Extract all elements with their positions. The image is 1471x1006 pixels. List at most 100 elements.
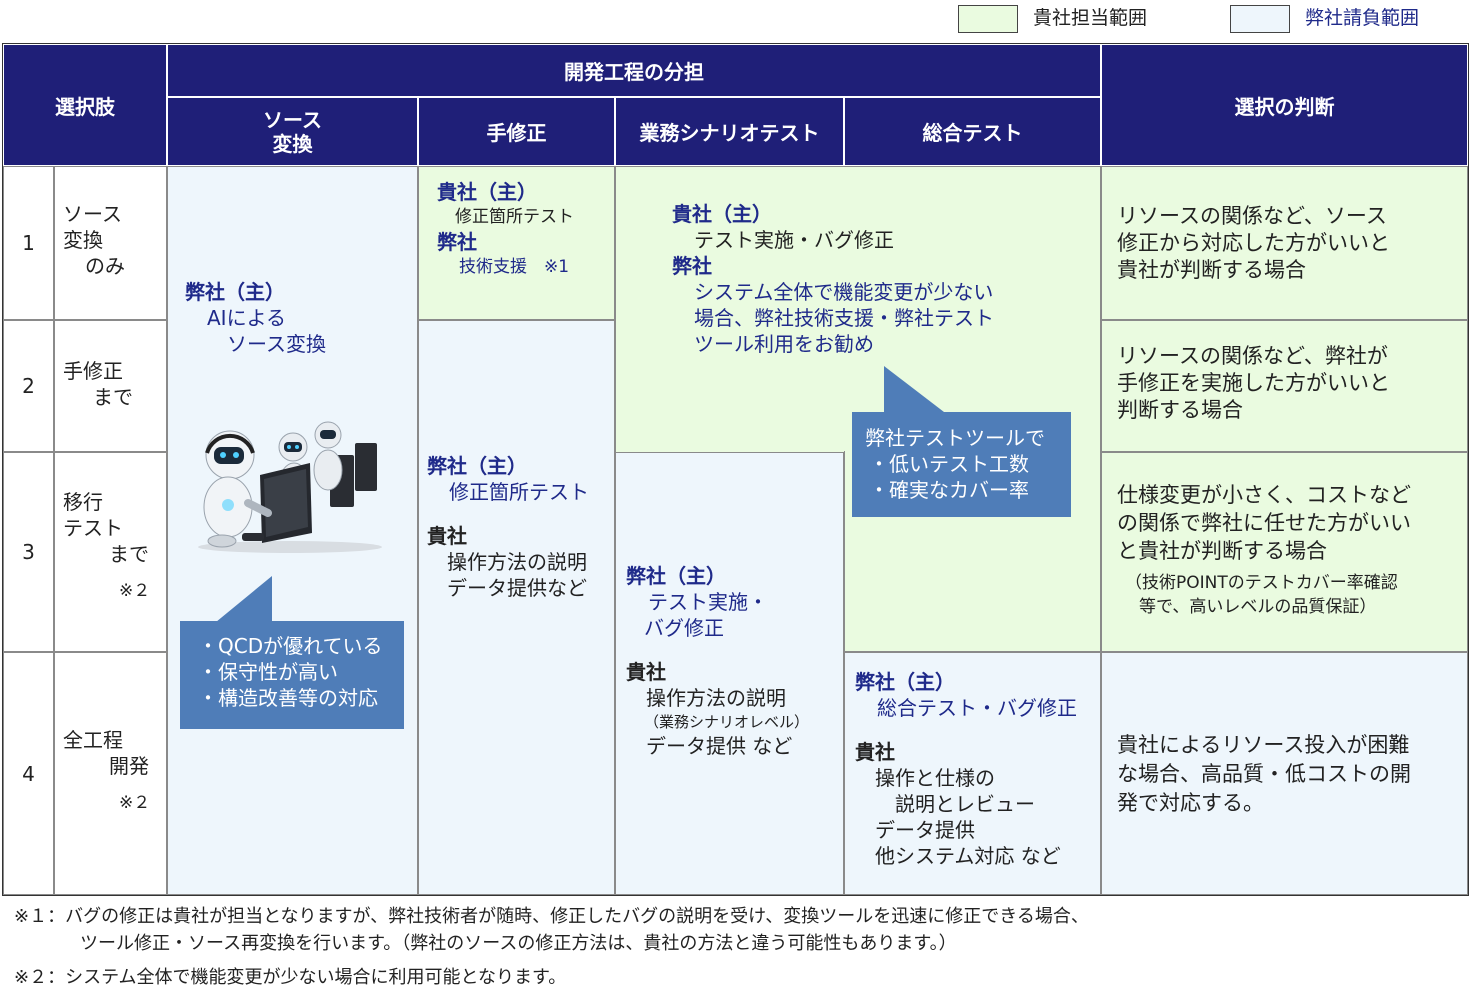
- row-label-4: 全工程 開発 ※２: [54, 652, 167, 895]
- manual-rest-kisha-line2: データ提供など: [447, 576, 587, 600]
- judgment-2-line2: 手修正を実施した方がいいと: [1117, 371, 1390, 395]
- integration-lower-kisha-line4: 他システム対応 など: [875, 844, 1061, 868]
- header-process: 開発工程の分担: [167, 44, 1101, 97]
- judgment-3-line2: の関係で弊社に任せた方がいい: [1117, 511, 1411, 535]
- judgment-3-line3: と貴社が判断する場合: [1117, 539, 1327, 563]
- row-label-4-line2: 開発: [109, 754, 149, 778]
- integration-lower-kisha-title: 貴社: [855, 740, 895, 764]
- judgment-3-sub2: 等で、高いレベルの品質保証）: [1139, 597, 1377, 617]
- scenario-lower-kisha-line1: 操作方法の説明: [646, 686, 786, 710]
- integration-lower-heisha-line: 総合テスト・バグ修正: [877, 696, 1077, 720]
- legend-kisha-swatch: [958, 5, 1018, 33]
- scenario-lower-kisha-line2: データ提供 など: [646, 734, 793, 758]
- footnote-1-line2: ツール修正・ソース再変換を行います。（弊社のソースの修正方法は、貴社の方法と違う…: [80, 933, 957, 954]
- scenario-upper-heisha-line2: 場合、弊社技術支援・弊社テスト: [694, 306, 994, 330]
- judgment-cell-1: リソースの関係など、ソース 修正から対応した方がいいと 貴社が判断する場合: [1101, 166, 1468, 320]
- source-callout: ・QCDが優れている ・保守性が高い ・構造改善等の対応: [180, 621, 404, 729]
- row-label-1-line1: ソース: [63, 202, 122, 226]
- scenario-lower-heisha-title: 弊社（主）: [626, 564, 726, 588]
- row-label-3-note: ※２: [119, 581, 151, 601]
- row-label-2-line2: まで: [93, 385, 133, 409]
- row-number-3: 3: [3, 452, 54, 652]
- row-number-4: 4: [3, 652, 54, 895]
- scenario-callout-line3: ・確実なカバー率: [869, 478, 1029, 502]
- row-label-2-line1: 手修正: [63, 359, 123, 383]
- integration-lower-kisha-line2: 説明とレビュー: [895, 792, 1035, 816]
- manual-row1-kisha-title: 貴社（主）: [437, 180, 537, 204]
- source-heisha-line1: AIによる: [207, 306, 286, 330]
- judgment-2-line1: リソースの関係など、弊社が: [1117, 344, 1388, 368]
- row-label-3-line3: まで: [109, 542, 149, 566]
- integration-lower-heisha-title: 弊社（主）: [855, 670, 955, 694]
- header-options: 選択肢: [3, 44, 167, 166]
- row-label-2: 手修正 まで: [54, 320, 167, 452]
- judgment-4-line1: 貴社によるリソース投入が困難: [1117, 733, 1410, 757]
- scenario-integration-upper-cell: [615, 166, 1101, 452]
- header-source-line2: 変換: [272, 131, 313, 156]
- scenario-lower-heisha-line1: テスト実施・: [648, 590, 768, 614]
- scenario-upper-kisha-line: テスト実施・バグ修正: [694, 228, 894, 252]
- scenario-lower-heisha-line2: バグ修正: [644, 616, 724, 640]
- judgment-cell-2: リソースの関係など、弊社が 手修正を実施した方がいいと 判断する場合: [1101, 320, 1468, 452]
- scenario-callout-line1: 弊社テストツールで: [865, 426, 1045, 450]
- manual-rest-heisha-line: 修正箇所テスト: [449, 480, 589, 504]
- header-manual-fix: 手修正: [418, 97, 615, 166]
- source-conversion-cell: [167, 166, 418, 895]
- source-heisha-block: 弊社（主） AIによる ソース変換: [185, 279, 326, 357]
- judgment-4-line2: な場合、高品質・低コストの開: [1117, 762, 1411, 786]
- manual-row1-kisha-line: 修正箇所テスト: [455, 207, 574, 227]
- scenario-lower-cell: 弊社（主） テスト実施・ バグ修正 貴社 操作方法の説明 （業務シナリオレベル）…: [615, 452, 844, 895]
- header-judgment: 選択の判断: [1101, 44, 1468, 166]
- source-heisha-title: 弊社（主）: [185, 280, 285, 304]
- judgment-1-line1: リソースの関係など、ソース: [1117, 204, 1387, 228]
- judgment-cell-4: 貴社によるリソース投入が困難 な場合、高品質・低コストの開 発で対応する。: [1101, 652, 1468, 895]
- row-number-1: 1: [3, 166, 54, 320]
- scenario-upper-heisha-line3: ツール利用をお勧め: [694, 332, 874, 356]
- row-label-1-line2: 変換: [63, 228, 103, 252]
- judgment-3-sub1: （技術POINTのテストカバー率確認: [1125, 573, 1398, 593]
- header-integration-test: 総合テスト: [844, 97, 1101, 166]
- manual-rest-kisha-line1: 操作方法の説明: [447, 550, 587, 574]
- judgment-3-line1: 仕様変更が小さく、コストなど: [1117, 483, 1411, 507]
- judgment-cell-3: 仕様変更が小さく、コストなど の関係で弊社に任せた方がいい と貴社が判断する場合…: [1101, 452, 1468, 652]
- row-label-4-line1: 全工程: [63, 728, 123, 752]
- judgment-1-line2: 修正から対応した方がいいと: [1117, 231, 1390, 255]
- source-callout-line1: ・QCDが優れている: [198, 634, 383, 658]
- legend-heisha-swatch: [1230, 5, 1290, 33]
- header-scenario-test: 業務シナリオテスト: [615, 97, 844, 166]
- manual-row1-heisha-title: 弊社: [437, 230, 477, 254]
- scenario-lower-kisha-title: 貴社: [626, 660, 666, 684]
- ai-robots-illustration: [198, 421, 382, 553]
- row-label-3: 移行 テスト まで ※２: [54, 452, 167, 652]
- row-label-3-line1: 移行: [63, 490, 103, 514]
- header-source-conversion: ソース 変換: [167, 97, 418, 166]
- scenario-upper-text: 貴社（主） テスト実施・バグ修正 弊社 システム全体で機能変更が少ない 場合、弊…: [672, 201, 994, 357]
- source-heisha-line2: ソース変換: [227, 332, 326, 356]
- integration-lower-kisha-line3: データ提供: [875, 818, 975, 842]
- legend-kisha-label: 貴社担当範囲: [1033, 7, 1148, 29]
- source-callout-line2: ・保守性が高い: [198, 660, 338, 684]
- source-callout-tail: [216, 576, 272, 622]
- source-callout-line3: ・構造改善等の対応: [198, 686, 378, 710]
- judgment-4-line3: 発で対応する。: [1117, 791, 1264, 815]
- manual-fix-rest-cell: 弊社（主） 修正箇所テスト 貴社 操作方法の説明 データ提供など: [418, 320, 615, 895]
- manual-rest-kisha-title: 貴社: [427, 524, 467, 548]
- footnote-2: ※２：システム全体で機能変更が少ない場合に利用可能となります。: [14, 967, 567, 988]
- header-source-line1: ソース: [263, 107, 322, 132]
- integration-lower-kisha-line1: 操作と仕様の: [875, 766, 995, 790]
- row-label-1: ソース 変換 のみ: [54, 166, 167, 320]
- scenario-callout-line2: ・低いテスト工数: [869, 452, 1029, 476]
- scenario-lower-kisha-small: （業務シナリオレベル）: [644, 713, 810, 731]
- manual-row1-heisha-line: 技術支援 ※1: [459, 257, 570, 277]
- row-label-4-note: ※２: [119, 793, 151, 813]
- scenario-upper-heisha-title: 弊社: [672, 254, 712, 278]
- scenario-upper-heisha-line1: システム全体で機能変更が少ない: [694, 280, 994, 304]
- manual-rest-heisha-title: 弊社（主）: [427, 454, 527, 478]
- integration-lower-cell: 弊社（主） 総合テスト・バグ修正 貴社 操作と仕様の 説明とレビュー データ提供…: [844, 652, 1101, 895]
- scenario-upper-kisha-title: 貴社（主）: [672, 202, 772, 226]
- row-number-2: 2: [3, 320, 54, 452]
- manual-fix-row1-cell: 貴社（主） 修正箇所テスト 弊社 技術支援 ※1: [418, 166, 615, 320]
- judgment-1-line3: 貴社が判断する場合: [1117, 258, 1306, 282]
- legend-heisha-label: 弊社請負範囲: [1305, 7, 1420, 29]
- footnote-1-line1: ※１：バグの修正は貴社が担当となりますが、弊社技術者が随時、修正したバグの説明を…: [14, 906, 1089, 927]
